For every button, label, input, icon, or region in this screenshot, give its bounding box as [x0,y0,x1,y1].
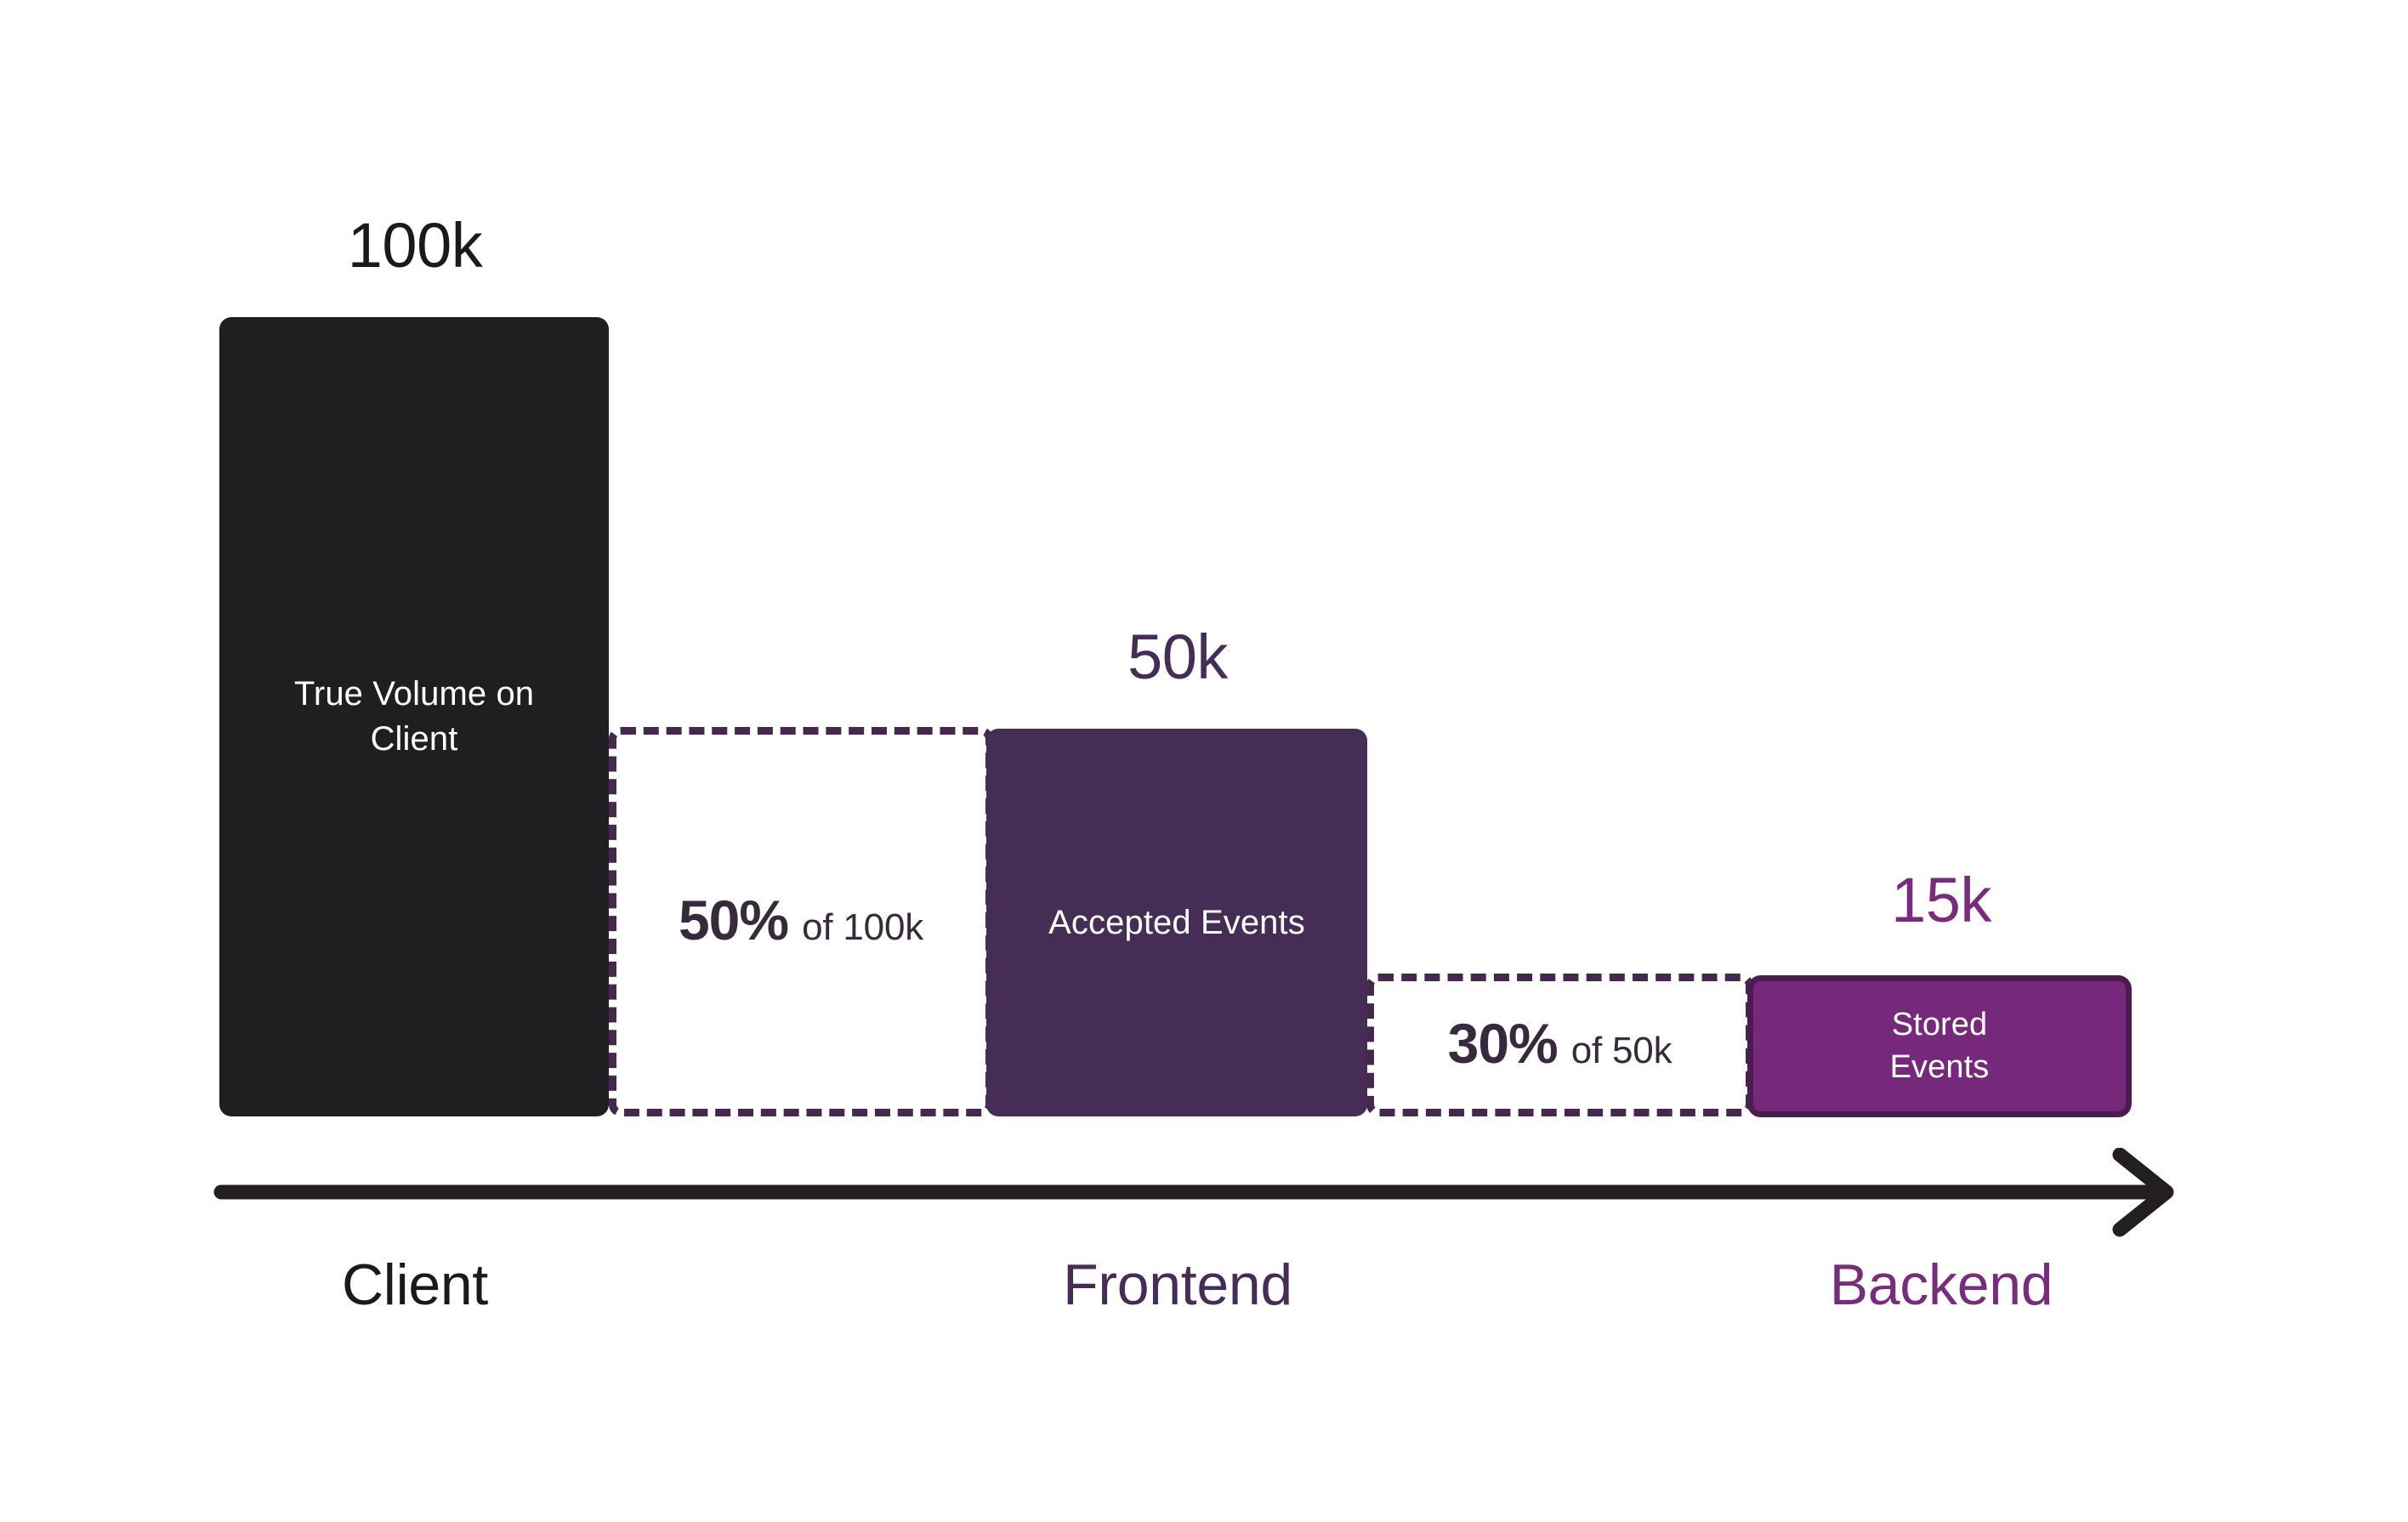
stage-label-backend: Backend [1829,1252,2053,1317]
axis-arrow [213,1148,2174,1237]
bar-client-label-line2: Client [370,720,458,758]
reduction-box-frontend-to-backend: 30% of 50k [1366,974,1753,1116]
bar-client: True Volume on Client [219,317,609,1116]
right-arrow-icon [2112,1148,2174,1237]
reduction-percent-frontend-to-backend: 30% [1447,1012,1559,1075]
value-label-client: 100k [347,210,483,281]
stage-label-client: Client [341,1252,489,1317]
reduction-box-client-to-frontend: 50% of 100k [609,727,993,1116]
stage-label-frontend: Frontend [1063,1252,1292,1317]
reduction-text-frontend-to-backend: 30% of 50k [1448,1015,1673,1071]
reduction-basis-client-to-frontend: of 100k [802,906,924,948]
reduction-percent-client-to-frontend: 50% [678,889,789,951]
bar-backend-label: Stored Events [1878,1004,2002,1088]
reduction-basis-frontend-to-backend: of 50k [1570,1030,1673,1071]
bar-client-label-line1: True Volume on [293,675,535,713]
value-label-frontend: 50k [1127,622,1228,692]
bar-backend-label-line1: Stored [1891,1007,1988,1043]
value-label-backend: 15k [1891,865,1991,935]
reduction-text-client-to-frontend: 50% of 100k [679,892,923,948]
bar-frontend: Accepted Events [986,729,1367,1116]
bar-backend-label-line2: Events [1889,1048,1990,1085]
bar-client-label: True Volume on Client [282,672,546,762]
bar-backend: Stored Events [1747,975,2132,1117]
bar-frontend-label: Accepted Events [1048,903,1305,941]
